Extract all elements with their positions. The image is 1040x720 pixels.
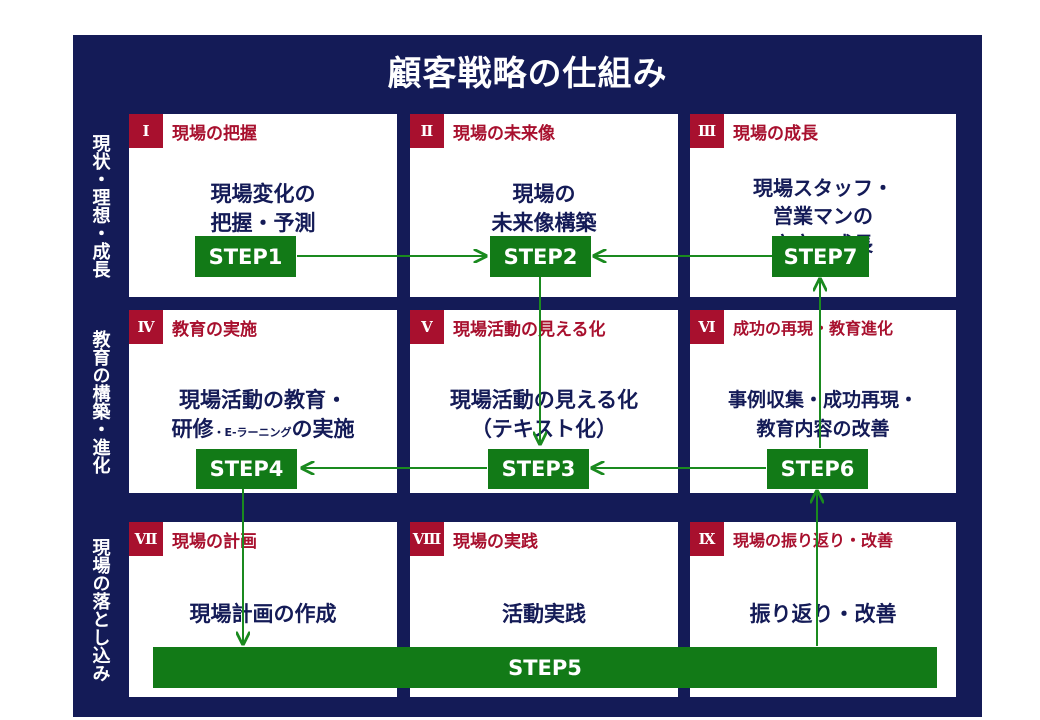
cell-title: 現場の未来像 [453, 123, 555, 144]
cell-body-line: 現場活動の教育・ [179, 388, 347, 412]
step1-box: STEP1 [195, 236, 296, 277]
step5-box: STEP5 [153, 647, 937, 688]
cell-body-suffix: の実施 [291, 417, 355, 441]
step3-box: STEP3 [488, 449, 589, 489]
cell-title: 現場の把握 [172, 123, 257, 144]
cell-numeral: Ⅳ [129, 310, 163, 344]
cell-body-line: 現場の [512, 182, 576, 206]
cell-body-line: 現場変化の [210, 182, 316, 206]
cell-title: 教育の実施 [172, 319, 257, 340]
cell-body-line: 振り返り・改善 [749, 602, 897, 626]
cell-header: Ⅳ 教育の実施 [129, 310, 257, 344]
cell-numeral: Ⅴ [410, 310, 444, 344]
cell-body: 振り返り・改善 [690, 600, 956, 629]
cell-header: Ⅴ 現場活動の見える化 [410, 310, 606, 344]
cell-body-small: ・E-ラーニング [213, 426, 292, 439]
cell-body-line: 把握・予測 [210, 211, 316, 235]
cell-header: Ⅷ 現場の実践 [410, 522, 538, 556]
step2-box: STEP2 [490, 236, 591, 277]
cell-body: 現場変化の 把握・予測 [129, 180, 397, 238]
cell-body: 活動実践 [410, 600, 678, 629]
cell-body: 現場の 未来像構築 [410, 180, 678, 238]
cell-numeral: Ⅷ [410, 522, 444, 556]
cell-body: 事例収集・成功再現・ 教育内容の改善 [690, 386, 956, 444]
diagram-title: 顧客戦略の仕組み [387, 54, 668, 94]
cell-body-line: 現場スタッフ・ [753, 176, 893, 200]
cell-body-line: 教育内容の改善 [756, 418, 890, 440]
cell-body-line: 活動実践 [502, 602, 586, 626]
cell-body-line: 未来像構築 [491, 211, 597, 235]
cell-header: Ⅱ 現場の未来像 [410, 114, 555, 148]
cell-numeral: Ⅵ [690, 310, 724, 344]
cell-numeral: Ⅸ [690, 522, 724, 556]
row-label-2: 教育の構築・進化 [89, 329, 111, 474]
cell-title: 現場活動の見える化 [453, 319, 606, 340]
cell-header: Ⅵ 成功の再現・教育進化 [690, 310, 893, 344]
cell-header: Ⅸ 現場の振り返り・改善 [690, 522, 893, 556]
cell-title: 現場の実践 [453, 531, 538, 552]
row-label-1: 現状・理想・成長 [89, 133, 111, 278]
cell-title: 現場の振り返り・改善 [733, 531, 894, 550]
step7-box: STEP7 [772, 236, 869, 277]
cell-title: 現場の成長 [733, 123, 818, 144]
cell-header: Ⅰ 現場の把握 [129, 114, 257, 148]
cell-body: 現場計画の作成 [129, 600, 397, 629]
cell-body-line: 研修・E-ラーニングの実施 [129, 415, 397, 447]
cell-body-line: 現場活動の見える化 [449, 388, 639, 412]
cell-body: 現場活動の見える化 （テキスト化） [410, 386, 678, 444]
cell-body-prefix: 研修 [171, 417, 214, 441]
step6-box: STEP6 [767, 449, 868, 489]
cell-body: 現場活動の教育・ 研修・E-ラーニングの実施 [129, 386, 397, 447]
cell-numeral: Ⅱ [410, 114, 444, 148]
cell-title: 成功の再現・教育進化 [733, 319, 894, 338]
step4-box: STEP4 [196, 449, 297, 489]
cell-body-line: 営業マンの [773, 204, 873, 228]
cell-numeral: Ⅲ [690, 114, 724, 148]
cell-header: Ⅲ 現場の成長 [690, 114, 818, 148]
cell-body-line: 事例収集・成功再現・ [727, 389, 918, 411]
cell-header: Ⅶ 現場の計画 [129, 522, 257, 556]
cell-numeral: Ⅰ [129, 114, 163, 148]
cell-numeral: Ⅶ [129, 522, 163, 556]
row-label-3: 現場の落とし込み [89, 537, 111, 682]
cell-title: 現場の計画 [172, 531, 257, 552]
cell-body-line: 現場計画の作成 [189, 602, 337, 626]
